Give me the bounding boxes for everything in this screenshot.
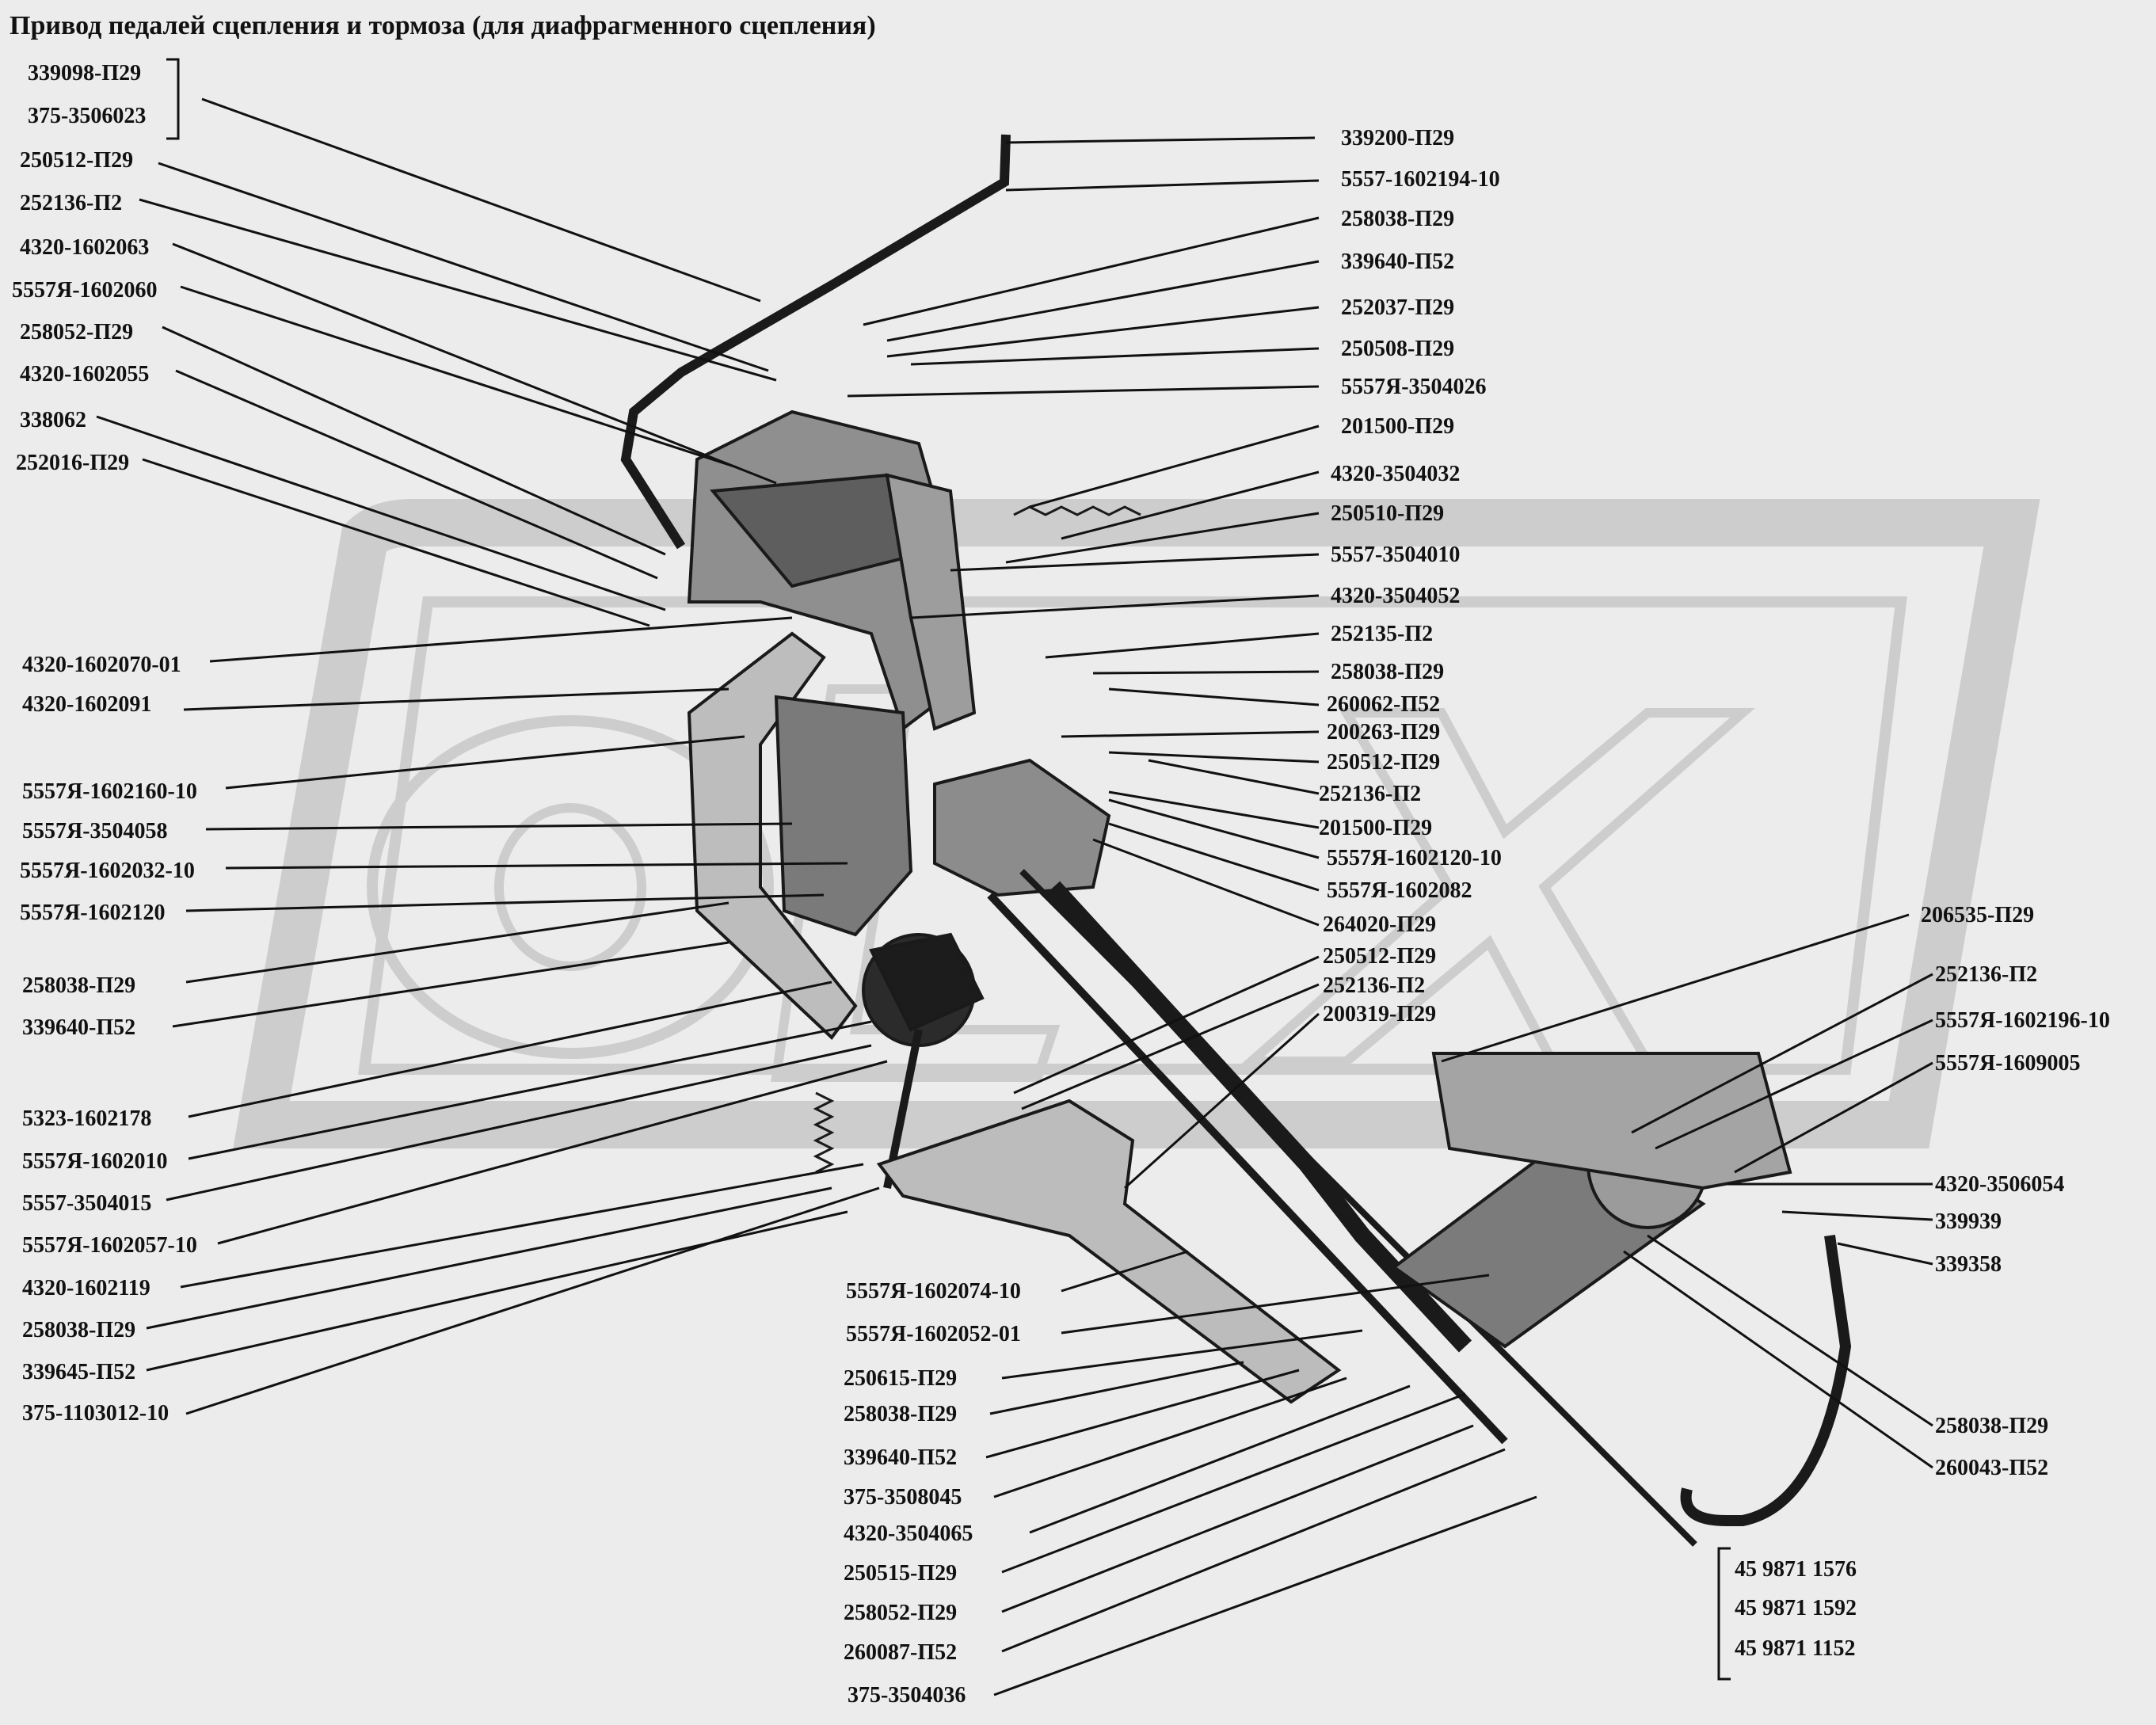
part-label-right-29: 5557Я-1609005 [1935, 1051, 2081, 1076]
part-label-right-4: 339640-П52 [1341, 249, 1455, 274]
part-label-left-6: 5557Я-1602060 [12, 278, 158, 303]
part-label-bottom-1: 5557Я-1602074-10 [846, 1279, 1021, 1304]
part-label-left-15: 5557Я-1602032-10 [20, 859, 195, 883]
part-label-right-18: 252136-П2 [1319, 782, 1422, 806]
part-label-left-19: 5323-1602178 [22, 1106, 152, 1131]
part-label-left-14: 5557Я-3504058 [22, 819, 168, 843]
part-label-right-3: 258038-П29 [1341, 207, 1455, 231]
part-label-left-24: 258038-П29 [22, 1318, 136, 1342]
part-label-right-26: 206535-П29 [1921, 903, 2035, 927]
part-label-left-13: 5557Я-1602160-10 [22, 779, 197, 804]
part-label-right-10: 250510-П29 [1331, 501, 1445, 526]
part-label-right-14: 258038-П29 [1331, 660, 1445, 684]
part-label-right-11: 5557-3504010 [1331, 543, 1461, 567]
group-brackets [166, 58, 1731, 1681]
part-label-right-23: 250512-П29 [1323, 944, 1437, 969]
part-label-bottom-10: 260087-П52 [844, 1640, 958, 1665]
part-label-left-7: 258052-П29 [20, 320, 134, 345]
part-label-right-28: 5557Я-1602196-10 [1935, 1008, 2110, 1033]
part-label-right-12: 4320-3504052 [1331, 584, 1461, 608]
part-label-left-11: 4320-1602070-01 [22, 653, 181, 677]
part-label-bottom-4: 258038-П29 [844, 1402, 958, 1426]
watermark-logo [233, 499, 2040, 1148]
part-label-left-16: 5557Я-1602120 [20, 901, 166, 925]
part-label-bottom-3: 250615-П29 [844, 1366, 958, 1391]
part-label-left-23: 4320-1602119 [22, 1276, 150, 1300]
part-label-left-4: 252136-П2 [20, 191, 123, 215]
part-label-left-2: 375-3506023 [28, 104, 147, 128]
part-label-bottom-11: 375-3504036 [848, 1683, 966, 1708]
part-label-left-17: 258038-П29 [22, 973, 136, 998]
part-label-left-12: 4320-1602091 [22, 692, 152, 717]
part-label-right-25: 200319-П29 [1323, 1002, 1437, 1026]
part-label-right-1: 339200-П29 [1341, 126, 1455, 150]
part-label-left-22: 5557Я-1602057-10 [22, 1233, 197, 1258]
part-label-right-31: 339939 [1935, 1209, 2002, 1234]
part-label-right-2: 5557-1602194-10 [1341, 167, 1500, 192]
part-label-left-8: 4320-1602055 [20, 362, 150, 387]
part-label-left-1: 339098-П29 [28, 61, 142, 86]
part-label-right-37: 45 9871 1152 [1735, 1636, 1856, 1661]
part-label-right-13: 252135-П2 [1331, 622, 1434, 646]
part-label-right-27: 252136-П2 [1935, 962, 2038, 987]
part-label-bottom-5: 339640-П52 [844, 1445, 958, 1470]
part-label-right-33: 258038-П29 [1935, 1414, 2049, 1438]
part-label-right-30: 4320-3506054 [1935, 1172, 2065, 1197]
part-label-right-16: 200263-П29 [1327, 720, 1441, 744]
part-label-bottom-2: 5557Я-1602052-01 [846, 1322, 1021, 1346]
part-label-right-22: 264020-П29 [1323, 912, 1437, 937]
part-label-left-25: 339645-П52 [22, 1360, 136, 1384]
part-label-bottom-7: 4320-3504065 [844, 1521, 973, 1546]
part-label-left-10: 252016-П29 [16, 451, 130, 475]
part-label-left-18: 339640-П52 [22, 1015, 136, 1040]
part-label-right-20: 5557Я-1602120-10 [1327, 846, 1502, 870]
part-label-right-36: 45 9871 1592 [1735, 1596, 1857, 1620]
part-label-right-7: 5557Я-3504026 [1341, 375, 1487, 399]
part-label-right-15: 260062-П52 [1327, 692, 1441, 717]
part-label-right-5: 252037-П29 [1341, 295, 1455, 320]
part-label-left-20: 5557Я-1602010 [22, 1149, 168, 1174]
part-label-right-6: 250508-П29 [1341, 337, 1455, 361]
watermark-text: OLX [1885, 1092, 1887, 1094]
part-label-left-3: 250512-П29 [20, 148, 134, 173]
part-label-right-35: 45 9871 1576 [1735, 1557, 1857, 1582]
part-label-left-5: 4320-1602063 [20, 235, 150, 260]
part-label-bottom-8: 250515-П29 [844, 1561, 958, 1586]
leader-lines [96, 97, 1933, 1696]
diagram-title: Привод педалей сцепления и тормоза (для … [10, 11, 876, 40]
part-label-right-19: 201500-П29 [1319, 816, 1433, 840]
part-label-right-32: 339358 [1935, 1252, 2002, 1277]
part-label-left-21: 5557-3504015 [22, 1191, 152, 1216]
part-label-bottom-9: 258052-П29 [844, 1601, 958, 1625]
part-label-right-24: 252136-П2 [1323, 973, 1426, 998]
part-label-right-8: 201500-П29 [1341, 414, 1455, 439]
part-label-left-26: 375-1103012-10 [22, 1401, 170, 1426]
part-label-bottom-6: 375-3508045 [844, 1485, 962, 1510]
part-label-left-9: 338062 [20, 408, 86, 432]
part-label-right-21: 5557Я-1602082 [1327, 878, 1472, 903]
part-label-right-9: 4320-3504032 [1331, 462, 1461, 486]
pedal-assembly-drawing [620, 134, 1852, 1547]
part-label-right-34: 260043-П52 [1935, 1456, 2049, 1480]
part-label-right-17: 250512-П29 [1327, 750, 1441, 775]
